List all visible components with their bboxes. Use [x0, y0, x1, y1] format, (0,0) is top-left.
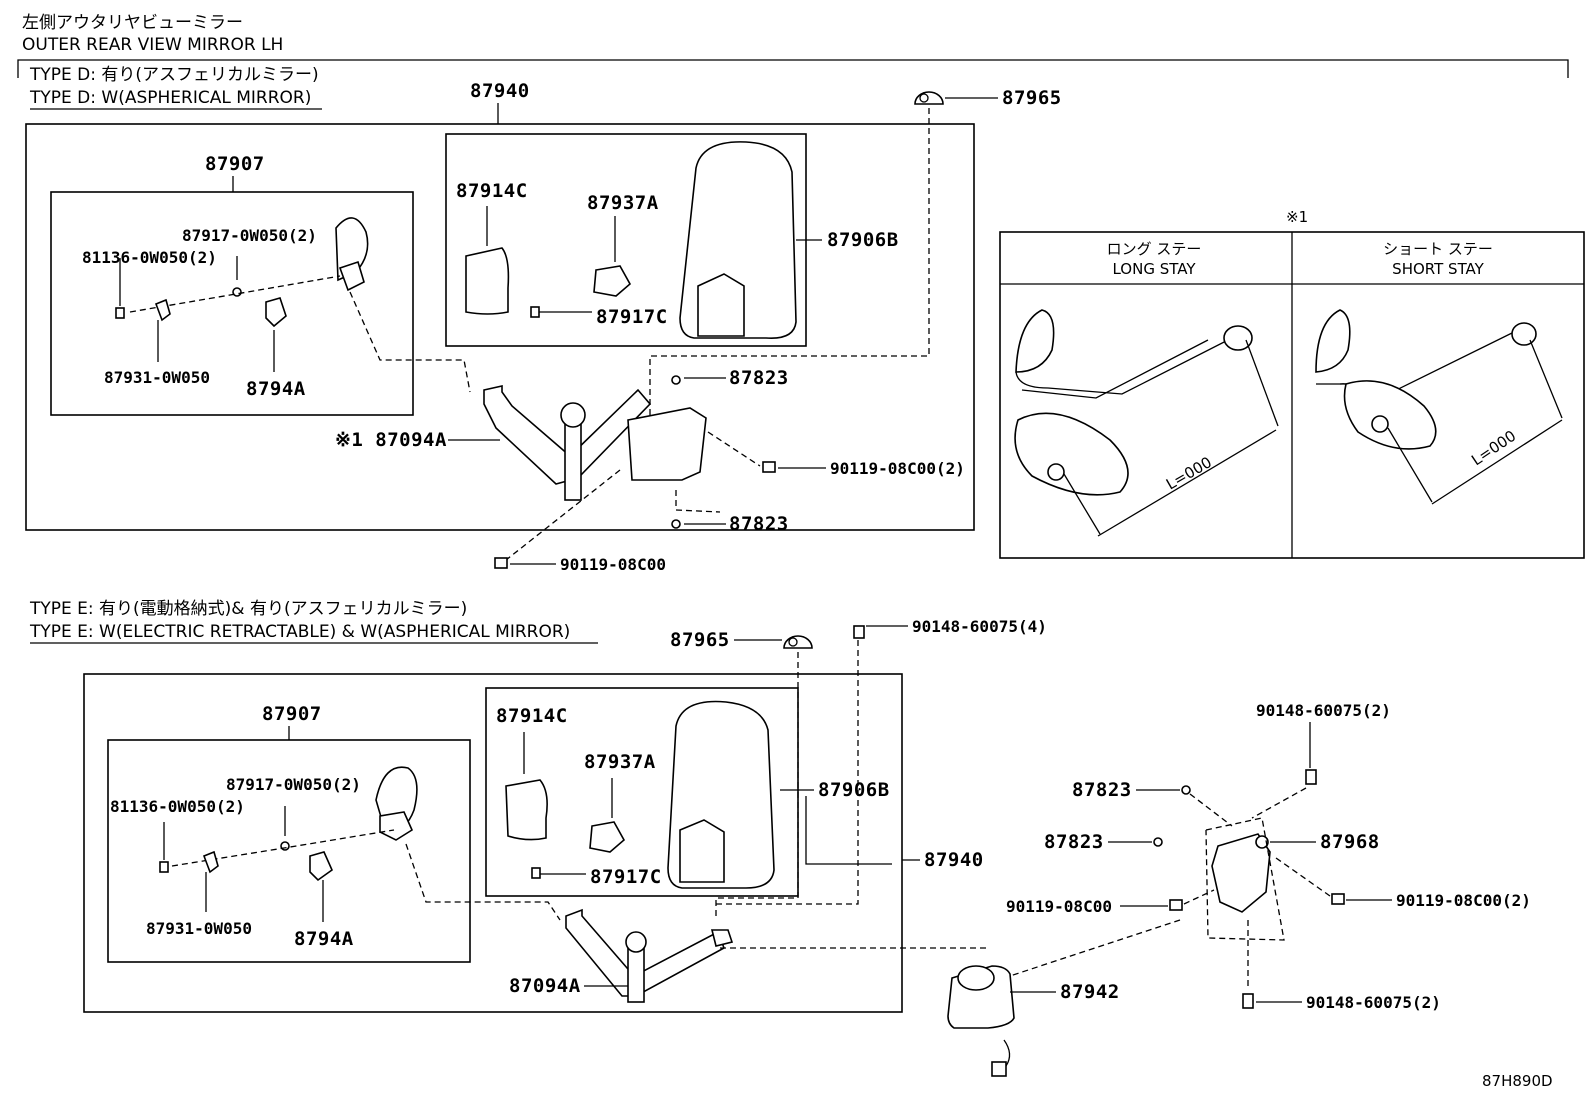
d-cover-shape — [465, 247, 510, 315]
title-en: OUTER REAR VIEW MIRROR LH — [22, 35, 283, 55]
d-actuator-shape — [593, 265, 632, 297]
e-part-87931-0W050: 87931-0W050 — [146, 919, 252, 938]
e-part-87917-0W050: 87917-0W050(2) — [226, 775, 361, 794]
type-d-assembly-box — [25, 123, 975, 531]
stay-ref: ※1 — [1286, 208, 1308, 226]
d-part-87907: 87907 — [205, 153, 265, 175]
e-part-87094A: 87094A — [509, 975, 581, 997]
e-part-87907: 87907 — [262, 703, 322, 725]
type-d-label-en: TYPE D: W(ASPHERICAL MIRROR) — [29, 88, 311, 108]
d-clip-shape — [265, 297, 287, 328]
e-part-90148-60075-2-a: 90148-60075(2) — [1256, 701, 1391, 720]
d-part-90119-08C00: 90119-08C00 — [560, 555, 666, 574]
d-part-87931-0W050: 87931-0W050 — [104, 368, 210, 387]
e-part-90148-60075-4: 90148-60075(4) — [912, 617, 1047, 636]
type-e-label-jp: TYPE E: 有り(電動格納式)& 有り(アスフェリカルミラー) — [29, 599, 467, 619]
type-e-assembly-box — [83, 673, 903, 1013]
e-part-87940: 87940 — [924, 849, 984, 871]
d-part-87906B: 87906B — [827, 229, 899, 251]
d-part-87914C: 87914C — [456, 180, 528, 202]
long-stay-mirror-top — [1015, 309, 1055, 373]
long-stay-dim-line — [1097, 429, 1277, 537]
d-part-87965: 87965 — [1002, 87, 1062, 109]
type-d-label-jp: TYPE D: 有り(アスフェリカルミラー) — [29, 65, 319, 85]
e-87907-box — [107, 739, 471, 963]
e-part-87917C: 87917C — [590, 866, 662, 888]
d-part-87937A: 87937A — [587, 192, 659, 214]
d-part-87094A: ※1 87094A — [335, 429, 447, 451]
d-part-87823-a: 87823 — [729, 367, 789, 389]
d-part-87823-b: 87823 — [729, 513, 789, 535]
e-part-90148-60075-2-b: 90148-60075(2) — [1306, 993, 1441, 1012]
type-e-label-en: TYPE E: W(ELECTRIC RETRACTABLE) & W(ASPH… — [29, 622, 570, 642]
long-stay-jp: ロング ステー — [1107, 240, 1202, 258]
e-part-81136-0W050: 81136-0W050(2) — [110, 797, 245, 816]
long-stay-en: LONG STAY — [1112, 260, 1196, 278]
e-part-87906B: 87906B — [818, 779, 890, 801]
short-stay-dim: L=000 — [1468, 427, 1519, 470]
title-jp: 左側アウタリヤビューミラー — [22, 13, 243, 33]
e-part-90119-08C00-2: 90119-08C00(2) — [1396, 891, 1531, 910]
e-part-87968: 87968 — [1320, 831, 1380, 853]
long-stay-dim: L=000 — [1163, 453, 1215, 493]
e-part-87914C: 87914C — [496, 705, 568, 727]
diagram-code: 87H890D — [1482, 1072, 1553, 1090]
d-87907-box — [50, 191, 414, 416]
e-part-90119-08C00: 90119-08C00 — [1006, 897, 1112, 916]
d-part-87917-0W050: 87917-0W050(2) — [182, 226, 317, 245]
e-part-87937A: 87937A — [584, 751, 656, 773]
d-part-87940: 87940 — [470, 80, 530, 102]
d-base-bracket-shape — [627, 407, 707, 481]
e-part-87942: 87942 — [1060, 981, 1120, 1003]
d-part-87917C: 87917C — [596, 306, 668, 328]
d-part-8794A: 8794A — [246, 378, 306, 400]
d-part-81136-0W050: 81136-0W050(2) — [82, 248, 217, 267]
short-stay-mirror-top — [1315, 309, 1351, 373]
short-stay-dim-line — [1431, 419, 1563, 505]
d-part-90119-08C00-2: 90119-08C00(2) — [830, 459, 965, 478]
long-stay-mirror-bottom — [1014, 412, 1129, 496]
e-mirror-head-box — [485, 687, 799, 897]
d-cap-87965-shape — [914, 91, 944, 105]
e-stay-shape — [565, 908, 725, 997]
e-part-87823-a: 87823 — [1072, 779, 1132, 801]
short-stay-mirror-bottom — [1343, 380, 1437, 450]
header-bracket — [17, 59, 1569, 78]
e-part-87823-b: 87823 — [1044, 831, 1104, 853]
short-stay-en: SHORT STAY — [1392, 260, 1484, 278]
e-part-8794A: 8794A — [294, 928, 354, 950]
e-part-87965: 87965 — [670, 629, 730, 651]
short-stay-jp: ショート ステー — [1383, 240, 1493, 258]
